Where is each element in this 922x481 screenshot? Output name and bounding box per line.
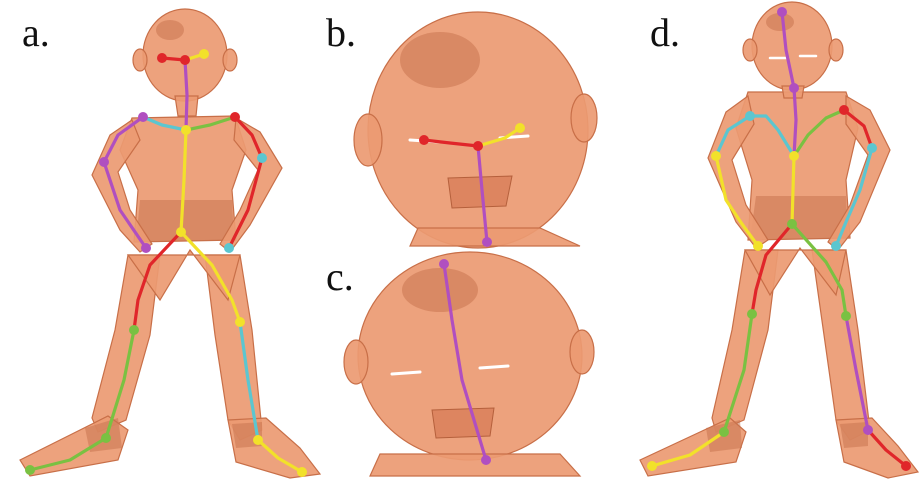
panel-c-joint (481, 455, 491, 465)
panel-d-joint (747, 309, 757, 319)
panel-a-joint (157, 53, 167, 63)
panel-c-joint (439, 259, 449, 269)
panel-b-character-head (354, 12, 597, 248)
panel-d-joint (719, 427, 729, 437)
panel-a-joint (25, 465, 35, 475)
panel-d-joint (839, 105, 849, 115)
panel-c: c. (326, 252, 594, 476)
panel-a-joint (138, 112, 148, 122)
panel-d-label: d. (650, 10, 680, 55)
panel-a-joint (101, 433, 111, 443)
panel-b: b. (326, 10, 597, 248)
panel-d-bone-spine (792, 156, 794, 224)
panel-d: d. (640, 2, 918, 478)
panel-d-joint (841, 311, 851, 321)
panel-a: a. (20, 9, 320, 478)
panel-d-joint (647, 461, 657, 471)
panel-b-joint (473, 141, 483, 151)
panel-b-joint (515, 123, 525, 133)
panel-d-joint (777, 7, 787, 17)
panel-d-bone-neck-spine (794, 88, 796, 156)
panel-a-label: a. (22, 10, 50, 55)
panel-d-joint (901, 461, 911, 471)
panel-d-joint (789, 151, 799, 161)
panel-a-joint (297, 467, 307, 477)
panel-d-joint (711, 151, 721, 161)
panel-a-joint (257, 153, 267, 163)
panel-d-joint (753, 241, 763, 251)
panel-d-joint (789, 83, 799, 93)
panel-a-joint (99, 157, 109, 167)
panel-d-joint (863, 425, 873, 435)
panel-a-joint (224, 243, 234, 253)
panel-a-joint (230, 112, 240, 122)
panel-a-joint (235, 317, 245, 327)
panel-a-joint (199, 49, 209, 59)
panel-b-joint (419, 135, 429, 145)
panel-a-joint (176, 227, 186, 237)
panel-a-joint (180, 55, 190, 65)
panel-c-character-head (344, 252, 594, 476)
panel-d-joint (787, 219, 797, 229)
panel-d-joint (867, 143, 877, 153)
panel-a-joint (129, 325, 139, 335)
panel-d-joint (831, 241, 841, 251)
panel-a-joint (253, 435, 263, 445)
panel-d-joint (745, 111, 755, 121)
panel-b-joint (482, 237, 492, 247)
panel-a-joint (181, 125, 191, 135)
panel-c-label: c. (326, 254, 354, 299)
panel-a-joint (141, 243, 151, 253)
panel-b-label: b. (326, 10, 356, 55)
